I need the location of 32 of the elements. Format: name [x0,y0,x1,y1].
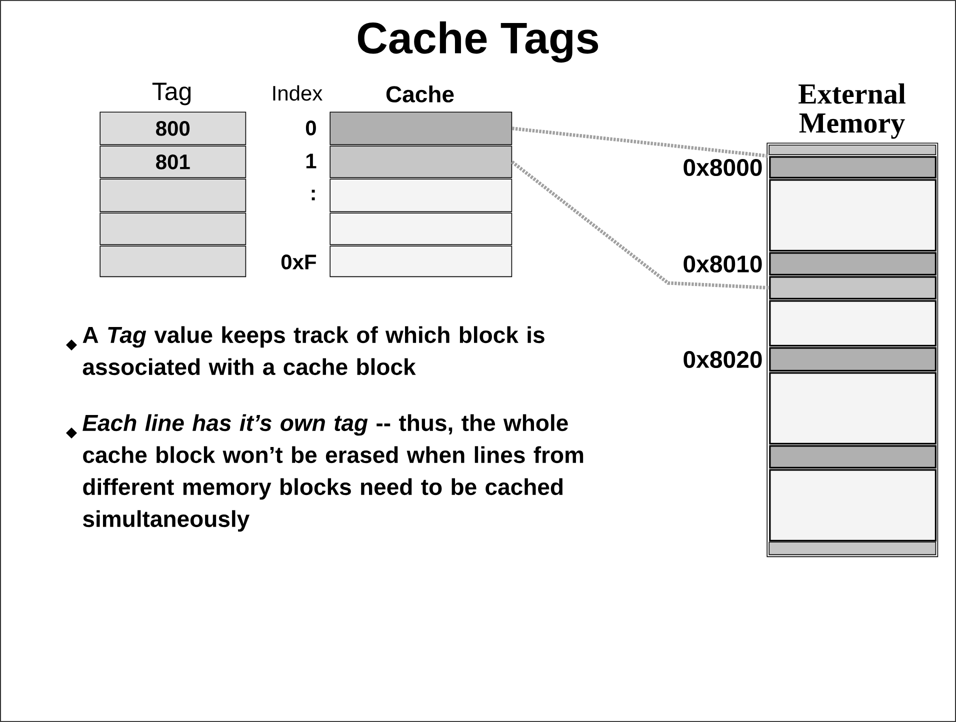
memory-block [769,276,936,300]
node-label: 0x8000 [684,159,762,176]
node-label: 0x8010 [684,256,762,272]
node-label: External Memory [798,83,906,139]
bullet-item: Each line has it’s own tag -- thus, the whole cache block won’t be erased when lines from different memory blocks need to be cached simultaneously [66,414,584,532]
node-label: 0x8020 [684,351,762,368]
memory-block: 0x8020 [684,347,936,372]
memory-block [769,469,936,542]
tag-cell: 801 [100,146,246,178]
connector-line [511,160,770,290]
memory-block: 0x8010 [684,252,936,276]
memory-block [769,445,936,468]
column-header: Cache [386,86,454,102]
title: Cache Tags [358,21,598,63]
index-number: : [312,190,315,200]
connector-line [512,126,770,158]
index-number: 0xF [281,254,316,270]
tag-cell [100,212,246,246]
memory-block: 0x8000 [684,156,936,178]
memory-block [768,144,936,156]
column-header: Tag [152,82,191,106]
tag-cell [100,178,246,212]
memory-block [769,300,936,346]
tag-cell [100,246,246,278]
bullet-item: A Tag value keeps track of which block is associated with a cache block [66,326,544,376]
column-header: Index [273,85,322,101]
index-number: 1 [306,154,316,168]
tag-cell: 800 [100,112,246,146]
index-number: 0 [306,120,316,136]
memory-block [769,372,936,444]
memory-block [768,542,936,556]
memory-block [769,179,936,252]
